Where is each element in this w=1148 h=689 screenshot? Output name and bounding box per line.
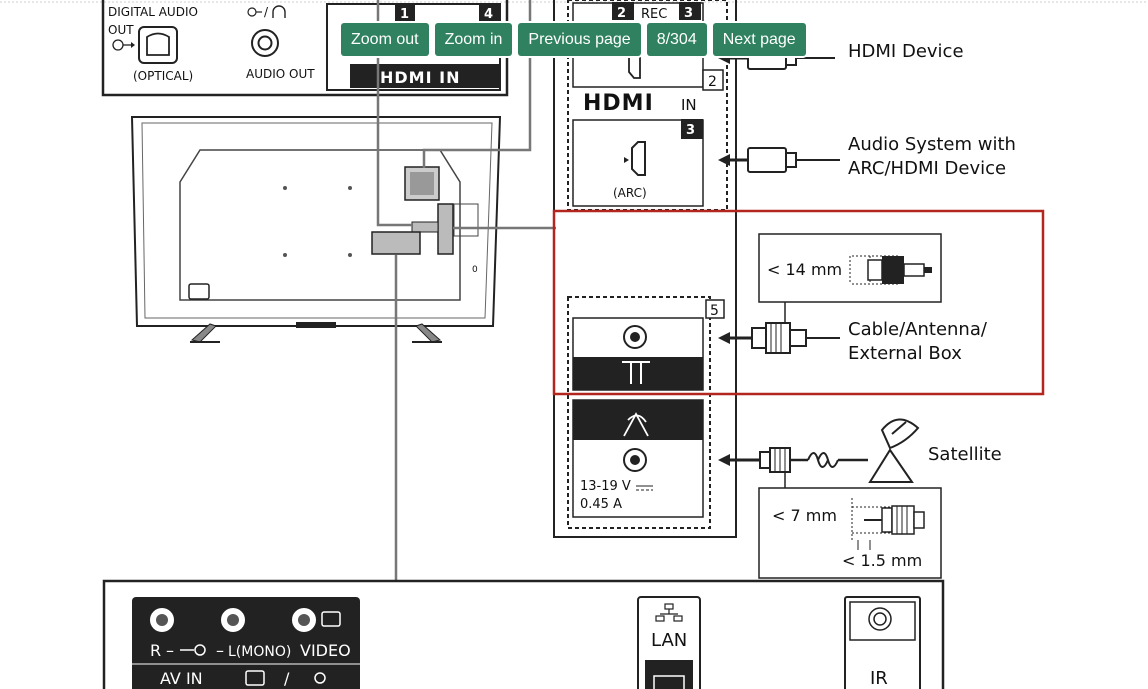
av-slash-label: / (284, 669, 290, 688)
voltage-label: 13-19 V (580, 479, 631, 494)
av-in-label: AV IN (160, 669, 203, 688)
av-r-label: R (150, 641, 161, 660)
page-counter[interactable]: 8/304 (646, 23, 707, 56)
cable-size-callout: < 14 mm (758, 233, 942, 330)
satellite-connector (718, 447, 868, 488)
out-label: OUT (108, 23, 134, 37)
zoom-out-button[interactable]: Zoom out (341, 23, 429, 56)
satellite-dish-icon (868, 418, 920, 483)
zoom-in-button[interactable]: Zoom in (434, 23, 513, 56)
current-label: 0.45 A (580, 497, 622, 512)
port-2-badge: 2 (617, 6, 626, 21)
port-1-badge: 1 (400, 7, 409, 22)
lt-7mm-label: < 7 mm (772, 506, 837, 525)
rec-label: REC (641, 7, 667, 22)
audio-system-connector (718, 147, 840, 173)
antenna-symbol-icon (622, 361, 650, 384)
viewer-toolbar: Zoom out Zoom in Previous page 8/304 Nex… (341, 23, 806, 56)
antenna-port-icon (623, 325, 647, 349)
av-audio-left-port-icon (219, 606, 247, 634)
port-5-badge: 5 (710, 303, 719, 319)
svg-text:0: 0 (472, 265, 478, 275)
satellite-port-icon (623, 448, 647, 472)
svg-text:–: – (216, 641, 224, 660)
port-4-badge: 4 (484, 7, 493, 22)
lt-1-5mm-label: < 1.5 mm (842, 551, 922, 570)
av-video-label: VIDEO (300, 641, 351, 660)
lt-14mm-label: < 14 mm (767, 260, 842, 279)
hdmi-arc-port-icon (624, 141, 646, 176)
highlight-box (552, 209, 1045, 396)
next-page-button[interactable]: Next page (712, 23, 806, 56)
satellite-label: Satellite (928, 444, 1002, 465)
av-video-port-icon (290, 606, 341, 634)
optical-label: (OPTICAL) (133, 69, 193, 83)
cable-antenna-label-line2: External Box (848, 343, 962, 364)
network-icon (655, 603, 683, 622)
satellite-dish-small-icon (623, 412, 649, 437)
satellite-size-callout: < 7 mm < 1.5 mm (758, 487, 942, 579)
hdmi-in-top-label: HDMI IN (380, 68, 460, 87)
side-connector-panel: 2 REC 3 2 HDMI IN 3 (ARC) 5 (553, 0, 737, 538)
cable-antenna-connector (718, 322, 840, 354)
ir-label: IR (870, 668, 888, 689)
hdmi-logo-text: HDMI (583, 91, 654, 116)
audio-system-label-line1: Audio System with (848, 134, 1016, 155)
input-arrow-icon (180, 644, 206, 656)
tv-back-illustration: 0 (130, 116, 502, 343)
hdmi-device-label: HDMI Device (848, 41, 964, 62)
optical-arrow-icon (112, 39, 135, 51)
cable-antenna-label-line1: Cable/Antenna/ (848, 319, 988, 340)
port-2-badge-outline: 2 (708, 74, 717, 90)
headphone-icon: / (247, 5, 286, 19)
svg-text:–: – (166, 641, 174, 660)
previous-page-button[interactable]: Previous page (518, 23, 641, 56)
port-3-badge: 3 (686, 123, 695, 138)
port-3-top-badge: 3 (684, 6, 693, 21)
bottom-connector-panel: R – – L(MONO) VIDEO AV IN / LAN I (102, 579, 945, 689)
av-audio-right-port-icon (148, 606, 176, 634)
audio-out-port-icon (251, 29, 279, 57)
ir-sensor-icon (868, 607, 892, 631)
svg-text:/: / (264, 5, 269, 19)
audio-out-label: AUDIO OUT (246, 67, 315, 81)
hdmi-in-label: IN (681, 96, 697, 114)
av-l-mono-label: L(MONO) (228, 644, 291, 660)
digital-audio-label: DIGITAL AUDIO (108, 5, 198, 19)
connection-lines (376, 0, 556, 580)
lan-label: LAN (651, 630, 687, 651)
audio-system-label-line2: ARC/HDMI Device (848, 158, 1006, 179)
optical-port-icon (138, 26, 178, 64)
arc-label: (ARC) (613, 186, 647, 200)
